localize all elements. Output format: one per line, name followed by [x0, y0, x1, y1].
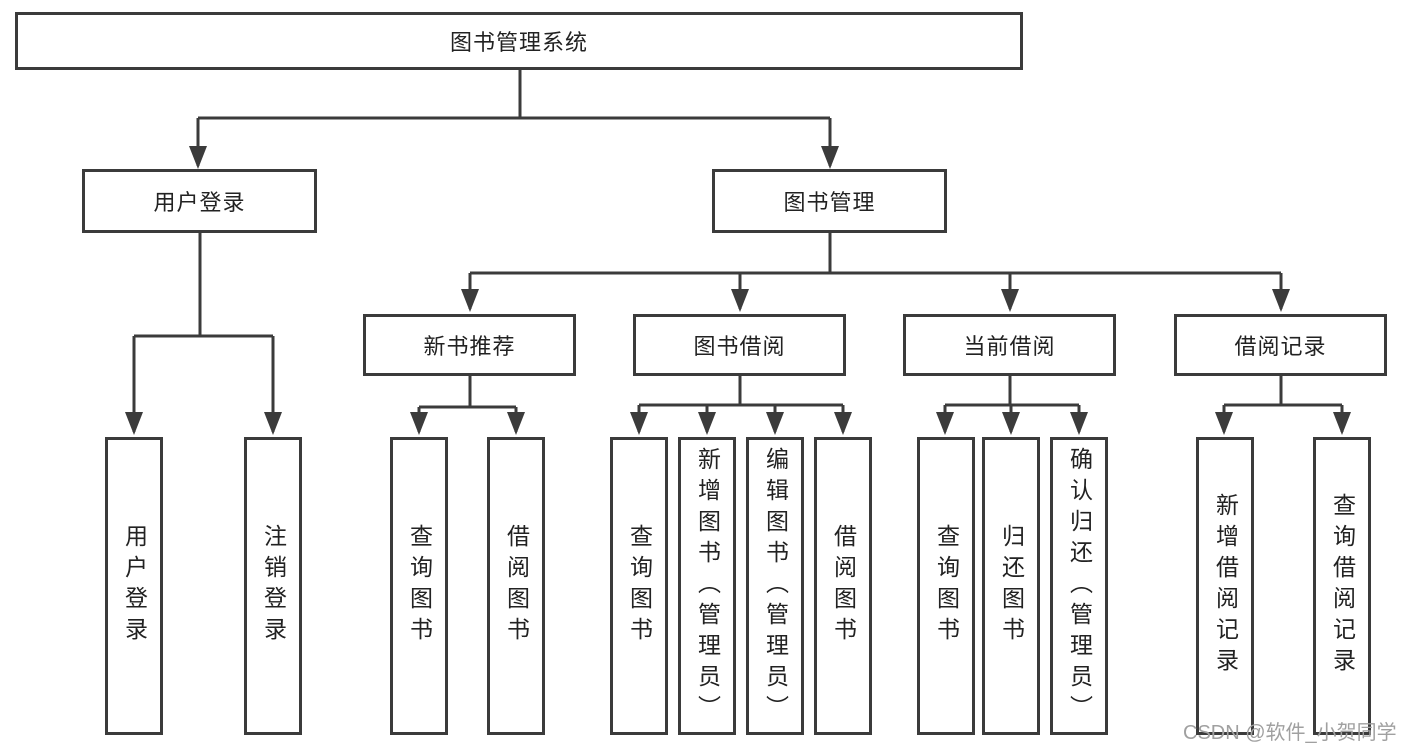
arrow-down-icon — [264, 412, 282, 435]
node-label: 归还图书 — [998, 524, 1025, 648]
node-library-system: 图书管理系统 — [15, 12, 1023, 70]
node-label: 新增图书（管理员） — [694, 446, 721, 726]
arrow-down-icon — [821, 146, 839, 169]
node-label: 新书推荐 — [423, 334, 516, 359]
connector-new-book-branch — [417, 376, 518, 432]
connector-root-to-level2 — [196, 70, 832, 166]
node-label: 注销登录 — [260, 524, 287, 648]
leaf-confirm-return-admin: 确认归还（管理员） — [1050, 437, 1108, 735]
node-label: 图书管理系统 — [449, 30, 588, 55]
leaf-borrow-books: 借阅图书 — [814, 437, 872, 735]
leaf-query-books-current: 查询图书 — [917, 437, 975, 735]
node-label: 确认归还（管理员） — [1066, 446, 1093, 726]
connector-borrow-records-branch — [1222, 376, 1344, 432]
arrow-down-icon — [936, 412, 954, 435]
arrow-down-icon — [1002, 412, 1020, 435]
leaf-add-books-admin: 新增图书（管理员） — [678, 437, 736, 735]
arrow-down-icon — [1333, 412, 1351, 435]
node-label: 图书借阅 — [693, 334, 786, 359]
node-label: 用户登录 — [121, 524, 148, 648]
arrow-down-icon — [630, 412, 648, 435]
node-current-borrowing: 当前借阅 — [903, 314, 1116, 376]
node-label: 借阅记录 — [1234, 334, 1327, 359]
node-label: 查询图书 — [626, 524, 653, 648]
leaf-edit-books-admin: 编辑图书（管理员） — [746, 437, 804, 735]
arrow-down-icon — [410, 412, 428, 435]
node-label: 用户登录 — [153, 190, 246, 215]
leaf-return-books: 归还图书 — [982, 437, 1040, 735]
node-label: 当前借阅 — [963, 334, 1056, 359]
node-book-management: 图书管理 — [712, 169, 947, 233]
node-label: 借阅图书 — [830, 524, 857, 648]
connector-user-login-branch — [132, 233, 275, 432]
arrow-down-icon — [1001, 289, 1019, 312]
node-label: 查询图书 — [933, 524, 960, 648]
arrow-down-icon — [507, 412, 525, 435]
node-label: 查询借阅记录 — [1329, 493, 1356, 679]
leaf-query-books-recommend: 查询图书 — [390, 437, 448, 735]
connector-book-borrowing-branch — [637, 376, 845, 432]
leaf-query-borrow-record: 查询借阅记录 — [1313, 437, 1371, 735]
arrow-down-icon — [766, 412, 784, 435]
node-user-login: 用户登录 — [82, 169, 317, 233]
leaf-borrow-books-recommend: 借阅图书 — [487, 437, 545, 735]
node-label: 借阅图书 — [503, 524, 530, 648]
node-label: 新增借阅记录 — [1212, 493, 1239, 679]
arrow-down-icon — [189, 146, 207, 169]
watermark: CSDN @软件_小贺同学 — [1183, 722, 1397, 744]
arrow-down-icon — [461, 289, 479, 312]
node-label: 编辑图书（管理员） — [762, 446, 789, 726]
node-book-borrowing: 图书借阅 — [633, 314, 846, 376]
node-label: 查询图书 — [406, 524, 433, 648]
leaf-logout: 注销登录 — [244, 437, 302, 735]
arrow-down-icon — [834, 412, 852, 435]
arrow-down-icon — [1272, 289, 1290, 312]
node-borrow-records: 借阅记录 — [1174, 314, 1387, 376]
node-label: 图书管理 — [783, 190, 876, 215]
leaf-query-books-borrowing: 查询图书 — [610, 437, 668, 735]
connector-book-management-branch — [468, 233, 1283, 309]
arrow-down-icon — [1070, 412, 1088, 435]
arrow-down-icon — [125, 412, 143, 435]
node-new-book-recommend: 新书推荐 — [363, 314, 576, 376]
leaf-add-borrow-record: 新增借阅记录 — [1196, 437, 1254, 735]
arrow-down-icon — [731, 289, 749, 312]
arrow-down-icon — [698, 412, 716, 435]
arrow-down-icon — [1215, 412, 1233, 435]
leaf-user-login: 用户登录 — [105, 437, 163, 735]
